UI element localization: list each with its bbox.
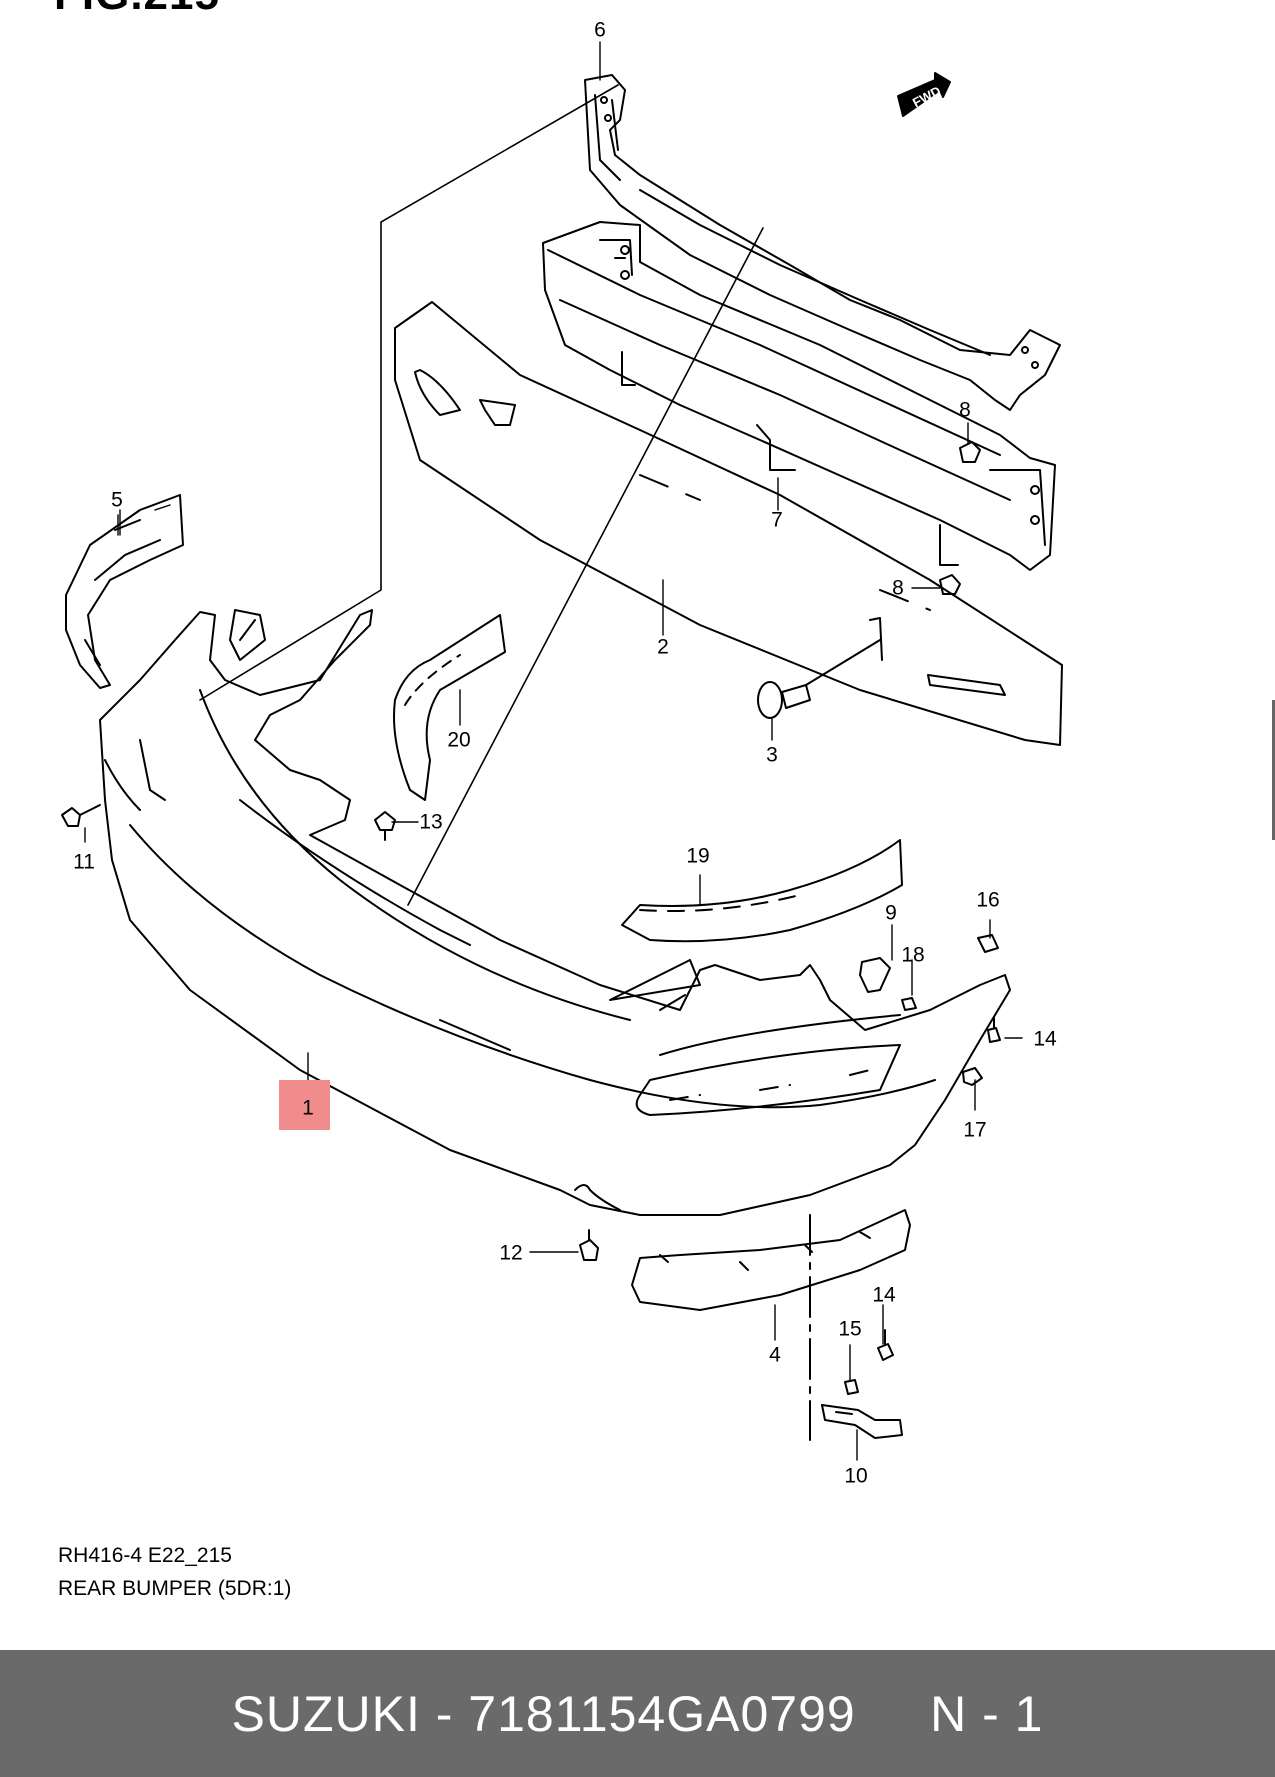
part-19-garnish [621,839,903,943]
fwd-arrow-icon: FWD [897,72,951,117]
part-3-push-clip [757,617,883,719]
fastener-14a [987,1017,1001,1043]
fastener-18 [901,997,917,1011]
fastener-9 [859,957,891,993]
part-7-bumper-beam [542,221,1056,571]
fastener-15 [844,1379,859,1395]
fastener-8b [939,574,961,595]
callout-15[interactable]: 15 [838,1317,862,1341]
callout-leaders [84,41,1023,1461]
part-5-side-bracket [65,494,184,689]
highlight-box[interactable] [279,1080,330,1130]
callout-12[interactable]: 12 [499,1241,523,1265]
callout-14b[interactable]: 14 [872,1283,896,1307]
fastener-11 [61,804,101,827]
callout-5[interactable]: 5 [111,488,123,512]
callout-10[interactable]: 10 [844,1464,868,1488]
callout-7[interactable]: 7 [771,508,783,532]
callout-11[interactable]: 11 [73,850,95,874]
part-20-side-spacer [393,614,506,801]
fastener-16 [977,934,999,953]
callout-3[interactable]: 3 [766,743,778,767]
callout-4[interactable]: 4 [769,1343,781,1367]
fastener-12 [579,1229,599,1261]
part-2-energy-absorber [394,301,1063,746]
callout-13[interactable]: 13 [419,810,443,834]
part-number-text: SUZUKI - 7181154GA0799 N - 1 [231,1685,1044,1742]
callout-19[interactable]: 19 [686,844,710,868]
part-10-bracket [821,1404,903,1439]
part-4-lower-garnish [631,1209,911,1441]
part-6-reinforcement [584,74,1061,411]
figure-title: FIG.215 [54,0,220,20]
callout-8b[interactable]: 8 [892,576,904,600]
callout-1[interactable]: 1 [302,1096,314,1120]
edge-scroll-marker [1272,700,1275,840]
part-1-bumper-cover [99,609,1011,1216]
fastener-8a [959,441,981,463]
frame-leader-lines [199,84,764,906]
diagram-caption: REAR BUMPER (5DR:1) [58,1577,292,1600]
part-number-bar: SUZUKI - 7181154GA0799 N - 1 [0,1650,1275,1777]
callout-20[interactable]: 20 [447,728,471,752]
diagram-code: RH416-4 E22_215 [58,1544,232,1567]
callout-6[interactable]: 6 [594,18,606,42]
callout-9[interactable]: 9 [885,901,897,925]
callout-14a[interactable]: 14 [1033,1027,1057,1051]
rear-bumper-exploded-diagram: FWD [61,41,1063,1461]
callout-16[interactable]: 16 [976,888,1000,912]
callout-18[interactable]: 18 [901,943,925,967]
fwd-label: FWD [910,83,943,110]
fasteners [61,441,1001,1395]
fastener-14b [877,1329,894,1361]
fastener-13 [374,811,396,841]
callout-17[interactable]: 17 [963,1118,987,1142]
callout-8a[interactable]: 8 [959,398,971,422]
fastener-17 [962,1067,983,1086]
callout-2[interactable]: 2 [657,635,669,659]
